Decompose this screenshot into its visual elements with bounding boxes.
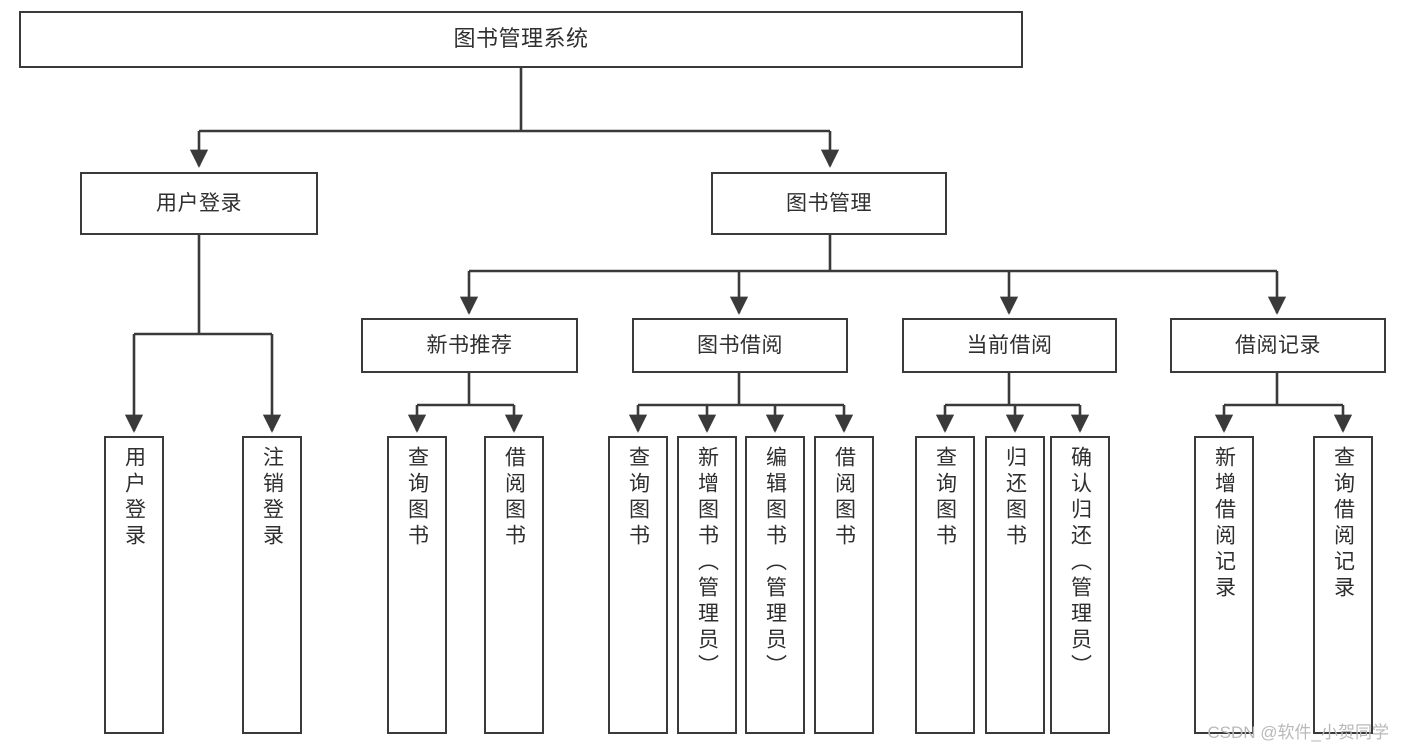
node-label: 新增借阅记录 bbox=[1212, 446, 1236, 602]
node-label: 图书借阅 bbox=[697, 333, 783, 357]
node-user-login[interactable]: 用户登录 bbox=[80, 172, 318, 235]
leaf-current-borrow-return-book[interactable]: 归还图书 bbox=[985, 436, 1045, 734]
node-current-borrow[interactable]: 当前借阅 bbox=[902, 318, 1117, 373]
node-label: 借阅图书 bbox=[832, 446, 856, 550]
node-book-borrow[interactable]: 图书借阅 bbox=[632, 318, 848, 373]
leaf-user-login-login[interactable]: 用户登录 bbox=[104, 436, 164, 734]
leaf-borrow-record-query-record[interactable]: 查询借阅记录 bbox=[1313, 436, 1373, 734]
node-label: 编辑图书（管理员） bbox=[763, 446, 787, 680]
leaf-book-borrow-edit-book-admin[interactable]: 编辑图书（管理员） bbox=[745, 436, 805, 734]
leaf-borrow-record-add-record[interactable]: 新增借阅记录 bbox=[1194, 436, 1254, 734]
leaf-new-book-borrow-book[interactable]: 借阅图书 bbox=[484, 436, 544, 734]
node-label: 新增图书（管理员） bbox=[695, 446, 719, 680]
node-label: 查询借阅记录 bbox=[1331, 446, 1355, 602]
node-label: 借阅图书 bbox=[502, 446, 526, 550]
node-label: 新书推荐 bbox=[426, 333, 513, 357]
node-borrow-record[interactable]: 借阅记录 bbox=[1170, 318, 1386, 373]
node-label: 图书管理 bbox=[786, 191, 872, 215]
node-label: 图书管理系统 bbox=[453, 26, 589, 52]
csdn-watermark: CSDN @软件_小贺同学 bbox=[1207, 723, 1389, 742]
leaf-book-borrow-query-book[interactable]: 查询图书 bbox=[608, 436, 668, 734]
leaf-book-borrow-borrow-book[interactable]: 借阅图书 bbox=[814, 436, 874, 734]
node-book-management[interactable]: 图书管理 bbox=[711, 172, 947, 235]
node-root-book-management-system[interactable]: 图书管理系统 bbox=[19, 11, 1023, 68]
leaf-user-login-logout[interactable]: 注销登录 bbox=[242, 436, 302, 734]
node-label: 注销登录 bbox=[260, 446, 284, 550]
node-label: 用户登录 bbox=[156, 191, 242, 215]
leaf-current-borrow-query-book[interactable]: 查询图书 bbox=[915, 436, 975, 734]
node-label: 借阅记录 bbox=[1235, 333, 1321, 357]
node-label: 查询图书 bbox=[933, 446, 957, 550]
node-label: 当前借阅 bbox=[966, 333, 1053, 357]
leaf-new-book-query-book[interactable]: 查询图书 bbox=[387, 436, 447, 734]
node-label: 查询图书 bbox=[626, 446, 650, 550]
node-label: 归还图书 bbox=[1003, 446, 1027, 550]
node-label: 用户登录 bbox=[122, 446, 146, 550]
node-label: 确认归还（管理员） bbox=[1068, 446, 1092, 680]
leaf-current-borrow-confirm-return-admin[interactable]: 确认归还（管理员） bbox=[1050, 436, 1110, 734]
node-label: 查询图书 bbox=[405, 446, 429, 550]
node-new-book-recommend[interactable]: 新书推荐 bbox=[361, 318, 578, 373]
leaf-book-borrow-add-book-admin[interactable]: 新增图书（管理员） bbox=[677, 436, 737, 734]
